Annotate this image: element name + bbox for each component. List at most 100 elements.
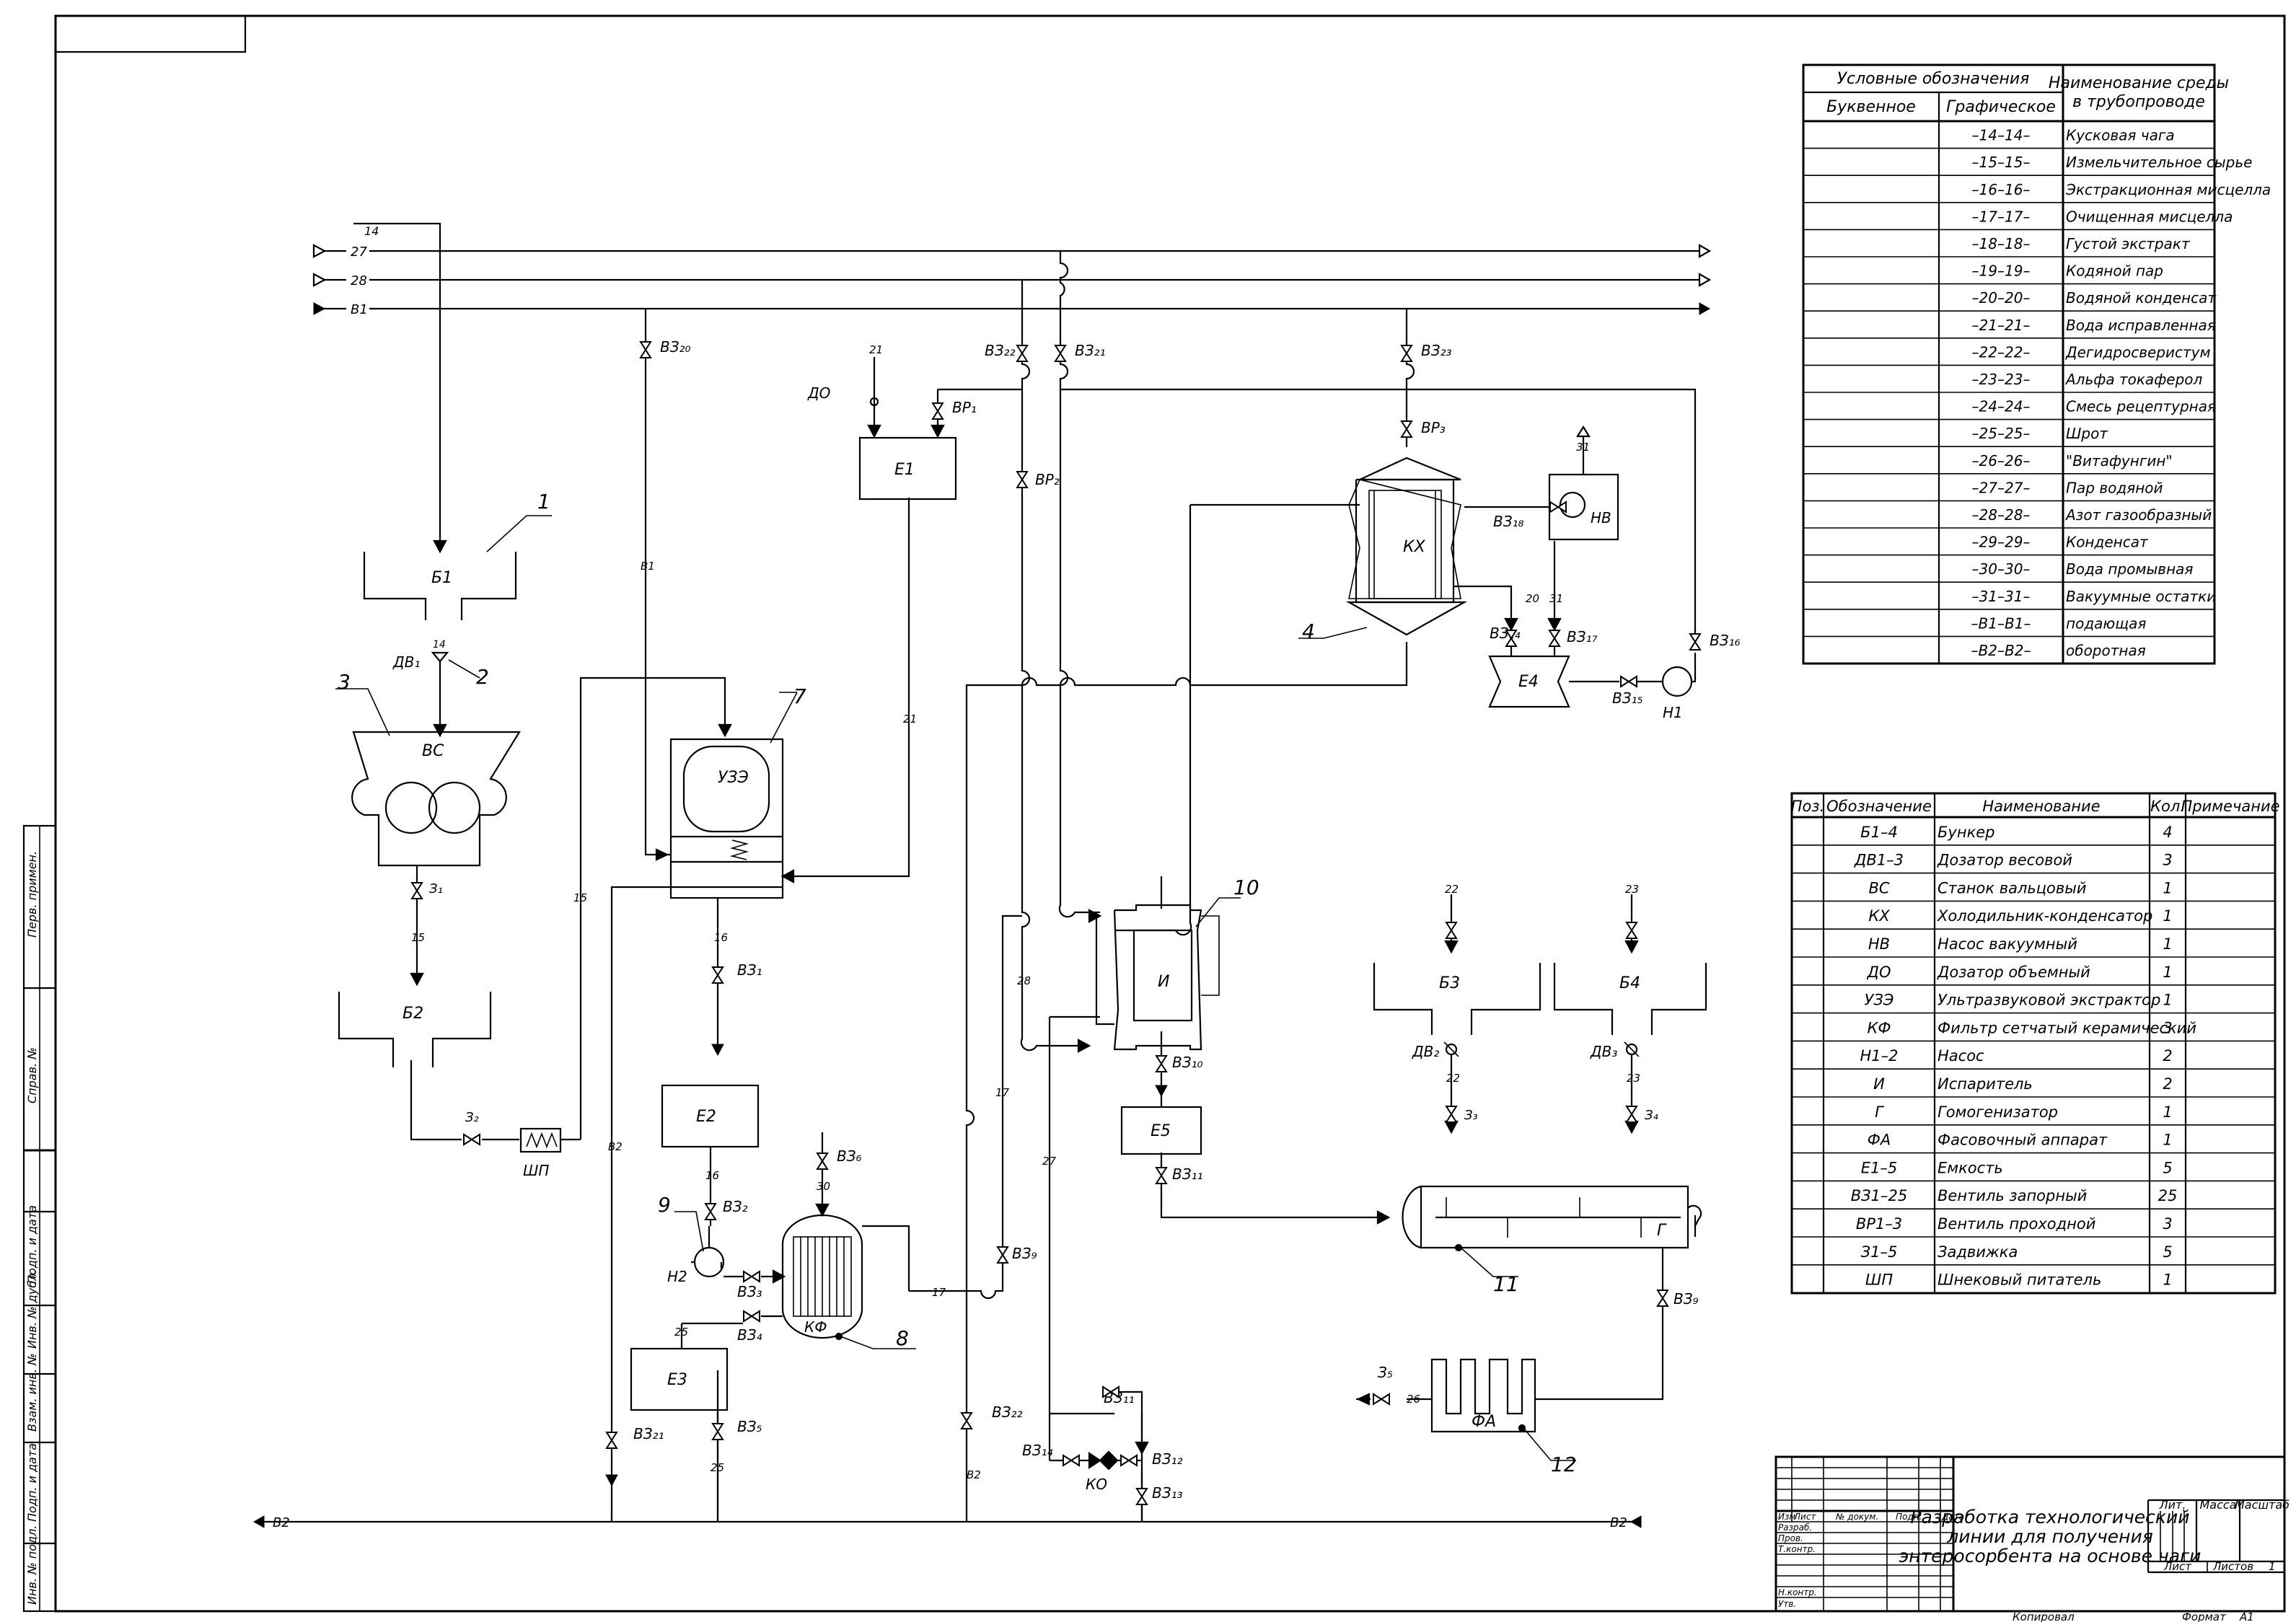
spec-row-qty: 3 [2163,1215,2172,1233]
valve-icon [605,1432,618,1449]
spec-row-name: Дозатор объемный [1937,964,2090,981]
valve-label-v14b: ВЗ₁₄ [1022,1442,1053,1459]
valve-label-v1: ВЗ₁ [737,961,762,979]
tb-role: Разраб. [1778,1522,1812,1533]
valve-icon [931,402,944,420]
equipment-label-ko: КО [1086,1476,1107,1493]
valve-label-z4: З₄ [1645,1108,1659,1123]
valve-icon [1155,1167,1168,1184]
position-label-12: 12 [1551,1453,1577,1476]
equipment-dosing-dv1 [431,651,480,738]
position-label-9: 9 [658,1193,671,1217]
line-label-26: 26 [1407,1393,1420,1406]
spec-row-qty: 1 [2163,992,2172,1009]
spec-row-code: ФА [1868,1132,1891,1149]
spec-header-code: Обозначение [1826,798,1932,815]
spec-row-qty: 1 [2163,1271,2172,1289]
spec-row-code: ДВ1–3 [1854,852,1904,869]
legend-row-code: –24–24– [1972,398,2031,415]
spec-row-qty: 25 [2158,1187,2178,1204]
return-line-b2: В2 В2 [252,1515,1642,1530]
tb-role: Пров. [1778,1533,1803,1543]
spec-row-qty: 1 [2163,879,2172,896]
valve-icon [1155,1055,1168,1072]
valve-icon [1689,633,1702,651]
valve-icon [1373,1393,1390,1406]
spec-row-code: ВР1–3 [1856,1215,1902,1233]
spec-row-code: И [1873,1075,1885,1093]
spec-row-name: Холодильник-конденсатор [1937,907,2152,925]
spec-row-code: УЗЭ [1865,992,1894,1009]
valve-label-v14: ВЗ₁₄ [1490,625,1521,642]
valve-icon [1548,630,1561,647]
valve-label-z2: З₂ [465,1110,479,1125]
side-stamp-label: Инв. № подл. [25,1525,39,1605]
line-label-14: 14 [364,224,379,238]
legend-row-name: Густой экстракт [2066,235,2191,252]
legend-row-name: Измельчительное сырье [2066,154,2252,171]
valve-icon [1620,675,1637,688]
spec-row-name: Испаритель [1937,1075,2033,1093]
spec-row-name: Фильтр сетчатый керамический [1937,1019,2196,1036]
line-label-15: 15 [573,891,587,904]
valve-icon [960,1412,973,1429]
valve-label-v22b: ВЗ₂₂ [992,1403,1023,1421]
side-stamp-label: Подп. и дата [25,1443,39,1522]
equipment-nv [1548,425,1619,541]
valve-icon [1400,420,1413,438]
legend-row-name: Вакуумные остатки [2066,588,2216,605]
legend-row-code: –В1–В1– [1971,614,2031,632]
spec-row-qty: 2 [2163,1047,2172,1065]
side-stamp-label: Справ. № [25,1047,39,1103]
valve-label-v9b: ВЗ₉ [1673,1290,1699,1308]
legend-row-code: –31–31– [1972,588,2031,605]
equipment-label-h1: Н1 [1663,704,1683,721]
spec-row-name: Дозатор весовой [1937,852,2072,869]
valve-icon [1549,501,1567,514]
line-label-31: 31 [1549,592,1563,605]
spec-row-qty: 1 [2163,964,2172,981]
valve-icon [704,1203,717,1220]
legend-row-name: Конденсат [2066,534,2149,551]
equipment-uze [655,692,798,899]
tb-lit: Лит. [2159,1498,2186,1512]
tb-label-izm: Изм [1778,1512,1795,1522]
equipment-label-g: Г [1657,1222,1667,1240]
tb-label-date: Дата [1941,1512,1964,1522]
line-label-27: 27 [1042,1155,1057,1168]
tb-title-line2: линии для получения [1946,1526,2152,1547]
line-label-17: 17 [932,1286,946,1299]
legend-row-name: Пар водяной [2066,479,2163,496]
tb-role: Н.контр. [1778,1587,1817,1597]
equipment-b1 [353,222,517,620]
valve-icon [996,1246,1009,1264]
position-label-11: 11 [1493,1272,1519,1296]
line-label-B2: В2 [273,1515,290,1530]
valve-icon [1135,1488,1148,1505]
line-label-25: 25 [711,1461,724,1474]
tb-label-list: Лист [1793,1512,1816,1522]
line-label-17: 17 [995,1086,1010,1099]
position-label-8: 8 [896,1326,909,1350]
valve-icon [410,882,423,899]
equipment-label-i: И [1158,973,1169,991]
valve-label-z5: З₅ [1378,1364,1393,1381]
legend-table: Условные обозначения Буквенное Графическ… [1802,63,2271,665]
legend-row-name: Кодяной пар [2066,263,2163,280]
equipment-label-shp: ШП [523,1162,549,1179]
equipment-label-fa: ФА [1472,1413,1496,1431]
legend-row-code: –23–23– [1972,371,2031,388]
legend-row-code: –17–17– [1972,208,2031,225]
legend-row-name: Смесь рецептурная [2066,398,2216,415]
line-label-B2: В2 [1610,1515,1627,1530]
equipment-label-e1: Е1 [894,461,915,479]
tb-title-line3: энтеросорбента на основе чаги [1899,1546,2202,1566]
valve-icon [1625,922,1638,939]
spec-row-qty: 2 [2163,1075,2172,1093]
side-stamp-label: Взам. инв. № [25,1353,39,1432]
legend-row-code: –В2–В2– [1971,642,2031,659]
equipment-label-nv: НВ [1591,509,1611,526]
line-label-21: 21 [903,713,917,726]
